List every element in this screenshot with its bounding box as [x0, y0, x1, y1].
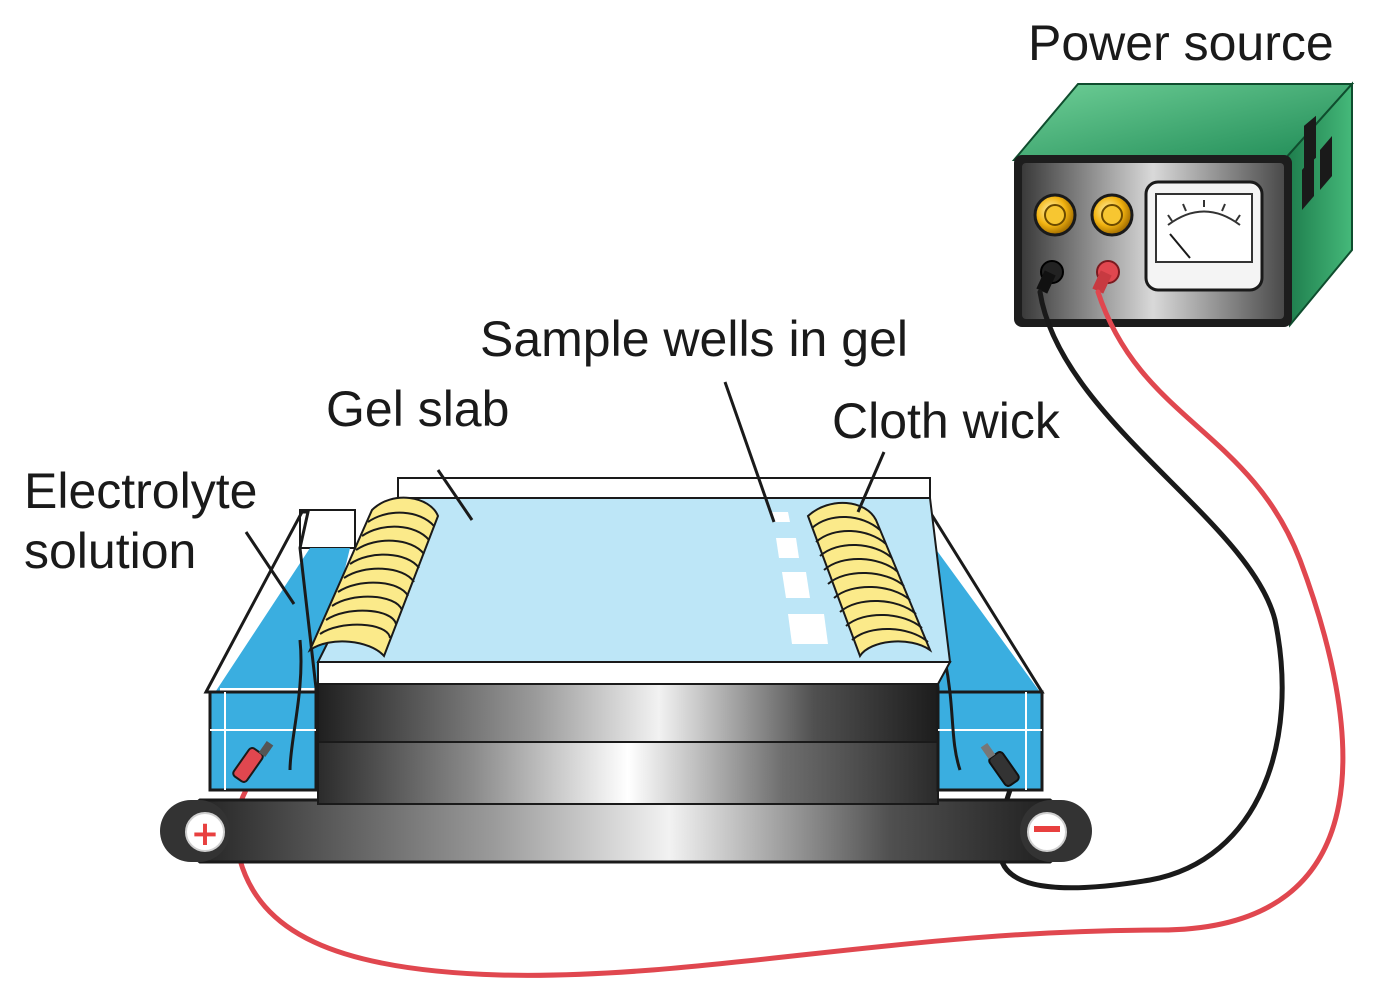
- leader-gel-slab: [436, 469, 474, 521]
- tray-back-wall: [397, 477, 931, 499]
- power-source-unit: [1011, 81, 1355, 328]
- voltmeter-scale: [1167, 210, 1241, 226]
- positive-terminal: [185, 812, 225, 852]
- vent-slot-2: [1320, 136, 1332, 190]
- black-jack[interactable]: [1036, 260, 1064, 294]
- leader-cloth-wick: [856, 451, 886, 513]
- label-sample-wells: Sample wells in gel: [480, 311, 908, 367]
- leader-electrolyte: [244, 531, 296, 605]
- base-plate: [182, 798, 1068, 864]
- sample-well: [782, 572, 810, 598]
- label-cloth-wick: Cloth wick: [832, 393, 1061, 449]
- right-cloth-wick: [806, 502, 933, 659]
- left-electrode-wire: [288, 639, 303, 771]
- red-jack[interactable]: [1092, 260, 1120, 294]
- left-reservoir-outline: [203, 510, 318, 694]
- leader-lines: [244, 381, 886, 605]
- left-electrolyte: [210, 548, 350, 780]
- sample-well: [788, 614, 828, 644]
- red-wire: [233, 289, 1346, 978]
- left-cloth-wick: [307, 496, 440, 658]
- label-gel-slab: Gel slab: [326, 381, 509, 437]
- voltmeter-needle: [1169, 233, 1191, 259]
- knob-left-center: [1044, 204, 1066, 226]
- electrophoresis-apparatus: +: [160, 477, 1092, 864]
- vent-slot-1: [1302, 156, 1314, 210]
- negative-symbol: [1034, 826, 1060, 832]
- platform-upper: [317, 683, 939, 743]
- voltmeter-ticks: [1167, 200, 1241, 222]
- leader-sample-wells: [723, 381, 776, 523]
- label-electrolyte-line1: Electrolyte: [24, 463, 257, 519]
- negative-plug: [980, 742, 1020, 787]
- black-wire: [997, 289, 1285, 891]
- knob-right-center: [1101, 204, 1123, 226]
- gel-tray-rim: [317, 661, 952, 685]
- sample-wells: [772, 512, 828, 644]
- positive-symbol: +: [191, 814, 220, 854]
- sample-well: [776, 538, 799, 558]
- positive-plug: [232, 740, 274, 783]
- label-power-source: Power source: [1028, 15, 1334, 71]
- right-electrode-wire: [943, 659, 962, 771]
- platform-lower: [317, 739, 939, 805]
- voltmeter-dial: [1155, 193, 1253, 263]
- vent-slot: [1304, 115, 1316, 168]
- sample-well: [772, 512, 790, 522]
- label-electrolyte-line2: solution: [24, 523, 196, 579]
